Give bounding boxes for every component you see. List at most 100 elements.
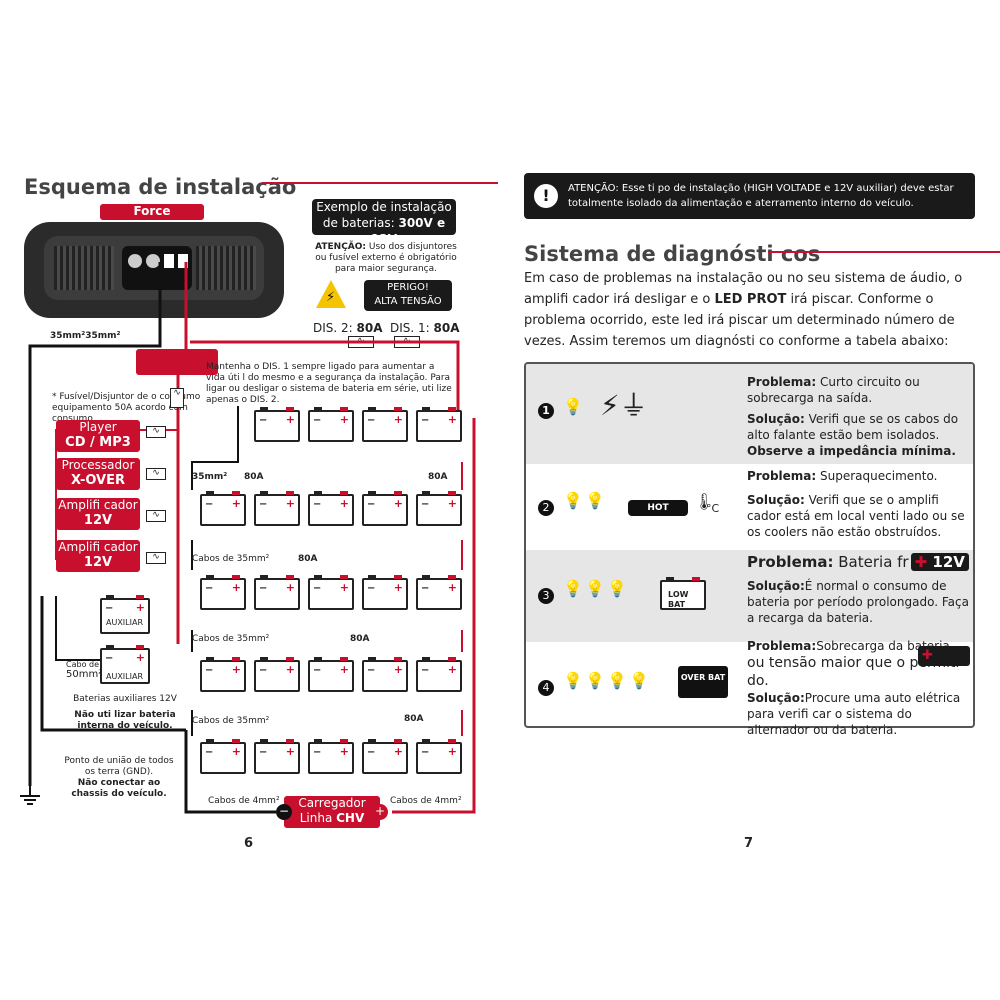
aux-battery-1: −+AUXILIAR <box>100 595 150 634</box>
row-cable-label: Cabos de 35mm² <box>192 554 270 564</box>
device-fuse-icon: ∿ <box>146 426 166 438</box>
battery: −+ <box>416 575 462 610</box>
device-fuse-icon: ∿ <box>146 510 166 522</box>
plus-icon: + <box>372 804 388 820</box>
cable-size-top: 35mm²35mm² <box>50 331 121 341</box>
row-fuse-label: 80A <box>428 472 448 482</box>
battery: −+ <box>254 491 300 526</box>
row-number: 3 <box>538 584 554 604</box>
ground-note: Ponto de união de todos os terra (GND).N… <box>64 756 174 799</box>
led-blink-3: 💡💡💡 <box>562 579 628 598</box>
row-fuse-label: 80A <box>244 472 264 482</box>
attention-banner: ! ATENÇÃO: Esse ti po de instalação (HIG… <box>524 173 975 219</box>
battery: −+ <box>200 657 246 692</box>
battery: −+ <box>254 575 300 610</box>
battery: −+ <box>416 739 462 774</box>
row-cable-label: Cabos de 35mm² <box>192 716 270 726</box>
device-fuse-icon: ∿ <box>146 468 166 480</box>
led-blink-2: 💡💡 <box>562 491 606 510</box>
dis1-label: DIS. 1: 80A <box>390 321 460 335</box>
diagnostics-title: Sistema de diagnósti cos <box>524 242 821 266</box>
page-title: Esquema de instalação <box>24 175 297 199</box>
row-number: 4 <box>538 676 554 696</box>
battery-plus-badge: ✚ <box>918 646 970 666</box>
hot-icon: HOT <box>628 500 688 516</box>
bulb-icon: 💡 <box>563 671 583 690</box>
battery: −+ <box>308 407 354 442</box>
exclamation-icon: ! <box>534 184 558 208</box>
row-cable-label: 35mm² <box>192 472 228 482</box>
device-fuse-icon: ∿ <box>146 552 166 564</box>
battery: −+ <box>416 657 462 692</box>
battery: −+ <box>362 739 408 774</box>
thermometer-icon: 🌡 <box>694 492 715 511</box>
row-fuse-label: 80A <box>298 554 318 564</box>
aux-warning: Não uti lizar bateria interna do veículo… <box>74 710 176 731</box>
attention-note: ATENÇÃO: Uso dos disjuntores ou fusível … <box>315 242 457 274</box>
battery: −+ <box>254 407 300 442</box>
lightning-icon: ⚡ <box>326 290 336 305</box>
battery: −+ <box>416 491 462 526</box>
over-battery-icon: OVER BAT <box>678 666 728 698</box>
amplifier-image <box>24 222 284 318</box>
bulb-icon: 💡 <box>585 671 605 690</box>
low-battery-icon: LOW BAT <box>660 577 706 610</box>
aux-batteries-label: Baterias auxiliares 12V <box>73 694 177 704</box>
battery: −+ <box>362 491 408 526</box>
bulb-icon: 💡 <box>585 491 605 510</box>
battery: −+ <box>254 657 300 692</box>
title-rule <box>768 251 1000 253</box>
fuse-note: * Fusível/Disjuntor de o consumo equipam… <box>52 392 201 424</box>
minus-icon: − <box>276 804 292 820</box>
battery: −+ <box>200 491 246 526</box>
battery: −+ <box>416 407 462 442</box>
diagnostics-intro: Em caso de problemas na instalação ou no… <box>524 271 963 349</box>
battery: −+ <box>200 575 246 610</box>
celsius-label: °C <box>706 502 720 515</box>
battery: −+ <box>308 491 354 526</box>
example-box: Exemplo de instalação de baterias: 300V … <box>312 199 456 246</box>
fuse-icon: ∿ <box>170 388 184 408</box>
short-circuit-speaker-icon: ⚡⏚ <box>600 389 648 422</box>
dis-box <box>136 349 218 375</box>
page-number: 7 <box>744 836 754 851</box>
row-fuse-label: 80A <box>350 634 370 644</box>
bulb-icon: 💡 <box>563 397 583 416</box>
title-rule <box>262 182 498 184</box>
bulb-icon: 💡 <box>563 579 583 598</box>
diagnostics-table <box>524 362 975 728</box>
battery-12v-badge: ✚ 12V <box>910 553 969 571</box>
dis1-note: Mantenha o DIS. 1 sempre ligado para aum… <box>206 362 452 405</box>
danger-box: PERIGO!ALTA TENSÃO <box>364 280 452 311</box>
led-blink-1: 💡 <box>562 397 584 416</box>
row-number: 1 <box>538 402 554 419</box>
battery: −+ <box>362 407 408 442</box>
page-number: 6 <box>244 836 254 851</box>
amp-model-label: Force EXTREME <box>100 204 204 233</box>
battery: −+ <box>200 739 246 774</box>
bulb-icon: 💡 <box>607 579 627 598</box>
diag-row-3: Problema: Bateria fr✚ 12V Solução:É norm… <box>747 553 969 625</box>
row-cable-label: Cabos de 35mm² <box>192 634 270 644</box>
battery: −+ <box>362 657 408 692</box>
dis2-label: DIS. 2: 80A <box>313 321 383 335</box>
cable-label-right: Cabos de 4mm² <box>390 796 462 806</box>
battery: −+ <box>254 739 300 774</box>
battery: −+ <box>308 739 354 774</box>
warning-icon <box>316 280 346 308</box>
aux-battery-2: −+AUXILIAR <box>100 645 150 684</box>
bulb-icon: 💡 <box>563 491 583 510</box>
diag-row-1: Problema: Curto circuito ou sobrecarga n… <box>747 375 959 458</box>
bulb-icon: 💡 <box>629 671 649 690</box>
battery: −+ <box>362 575 408 610</box>
row-number: 2 <box>538 496 554 516</box>
battery: −+ <box>308 575 354 610</box>
row-fuse-label: 80A <box>404 714 424 724</box>
bulb-icon: 💡 <box>607 671 627 690</box>
